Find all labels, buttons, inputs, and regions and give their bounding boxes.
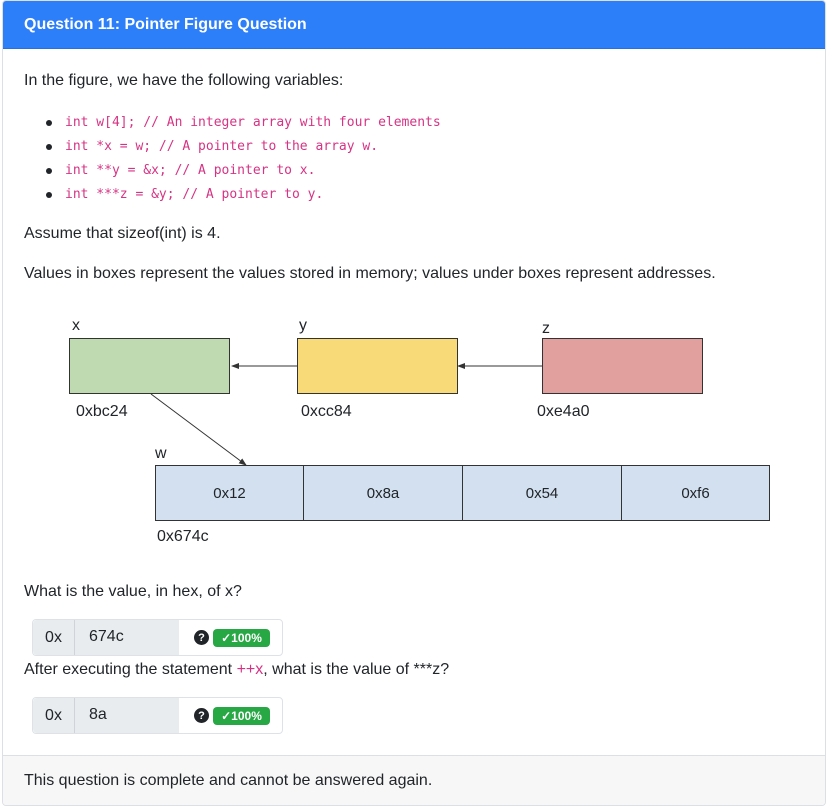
variable-declaration: int **y = &x; // A pointer to x. <box>65 163 316 178</box>
question-2-text: After executing the statement ++x, what … <box>24 661 449 679</box>
array-cell-1: 0x8a <box>303 465 463 521</box>
box-y <box>297 338 458 394</box>
hex-prefix: 0x <box>33 620 75 655</box>
bullet-icon <box>46 120 52 126</box>
address-x: 0xbc24 <box>76 403 128 420</box>
bullet-icon <box>46 144 52 150</box>
bullet-icon <box>46 168 52 174</box>
array-cell-2: 0x54 <box>462 465 622 521</box>
question-2-text-after: , what is the value of ***z? <box>263 661 450 678</box>
hex-prefix: 0x <box>33 698 75 733</box>
intro-text: In the figure, we have the following var… <box>24 72 344 89</box>
question-2-text-before: After executing the statement <box>24 661 237 678</box>
score-badge: ✓100% <box>213 707 270 725</box>
question-1-text: What is the value, in hex, of x? <box>24 583 242 600</box>
label-y: y <box>299 317 307 334</box>
address-w: 0x674c <box>157 528 209 545</box>
label-x: x <box>72 317 80 334</box>
box-x <box>69 338 230 394</box>
variable-declaration: int *x = w; // A pointer to the array w. <box>65 139 379 154</box>
question-body: In the figure, we have the following var… <box>3 49 825 756</box>
question-circle-icon[interactable]: ? <box>194 630 209 645</box>
score-badge: ✓100% <box>213 629 270 647</box>
answer-2-group: 0x 8a ? ✓100% <box>32 697 283 734</box>
question-title: Question 11: Pointer Figure Question <box>3 1 825 49</box>
figure-arrows <box>150 363 542 466</box>
bullet-icon <box>46 192 52 198</box>
answer-1-group: 0x 674c ? ✓100% <box>32 619 283 656</box>
variable-list: int w[4]; // An integer array with four … <box>46 111 441 207</box>
address-y: 0xcc84 <box>301 403 352 420</box>
box-z <box>542 338 703 394</box>
variable-declaration: int w[4]; // An integer array with four … <box>65 115 441 130</box>
array-cell-0: 0x12 <box>155 465 304 521</box>
question-footer: This question is complete and cannot be … <box>3 755 825 805</box>
list-item: int *x = w; // A pointer to the array w. <box>46 135 441 159</box>
question-circle-icon[interactable]: ? <box>194 708 209 723</box>
inline-code: ++x <box>236 661 264 678</box>
answer-2-input[interactable]: 8a <box>75 698 179 733</box>
array-cell-3: 0xf6 <box>621 465 770 521</box>
list-item: int **y = &x; // A pointer to x. <box>46 159 441 183</box>
label-z: z <box>542 320 550 337</box>
list-item: int ***z = &y; // A pointer to y. <box>46 183 441 207</box>
arrow-x-to-w <box>150 393 247 466</box>
explanation-text: Values in boxes represent the values sto… <box>24 265 716 282</box>
answer-1-input[interactable]: 674c <box>75 620 179 655</box>
address-z: 0xe4a0 <box>537 403 590 420</box>
completion-message: This question is complete and cannot be … <box>24 772 433 789</box>
variable-declaration: int ***z = &y; // A pointer to y. <box>65 187 324 202</box>
assumption-text: Assume that sizeof(int) is 4. <box>24 225 221 242</box>
list-item: int w[4]; // An integer array with four … <box>46 111 441 135</box>
label-w: w <box>155 445 167 462</box>
